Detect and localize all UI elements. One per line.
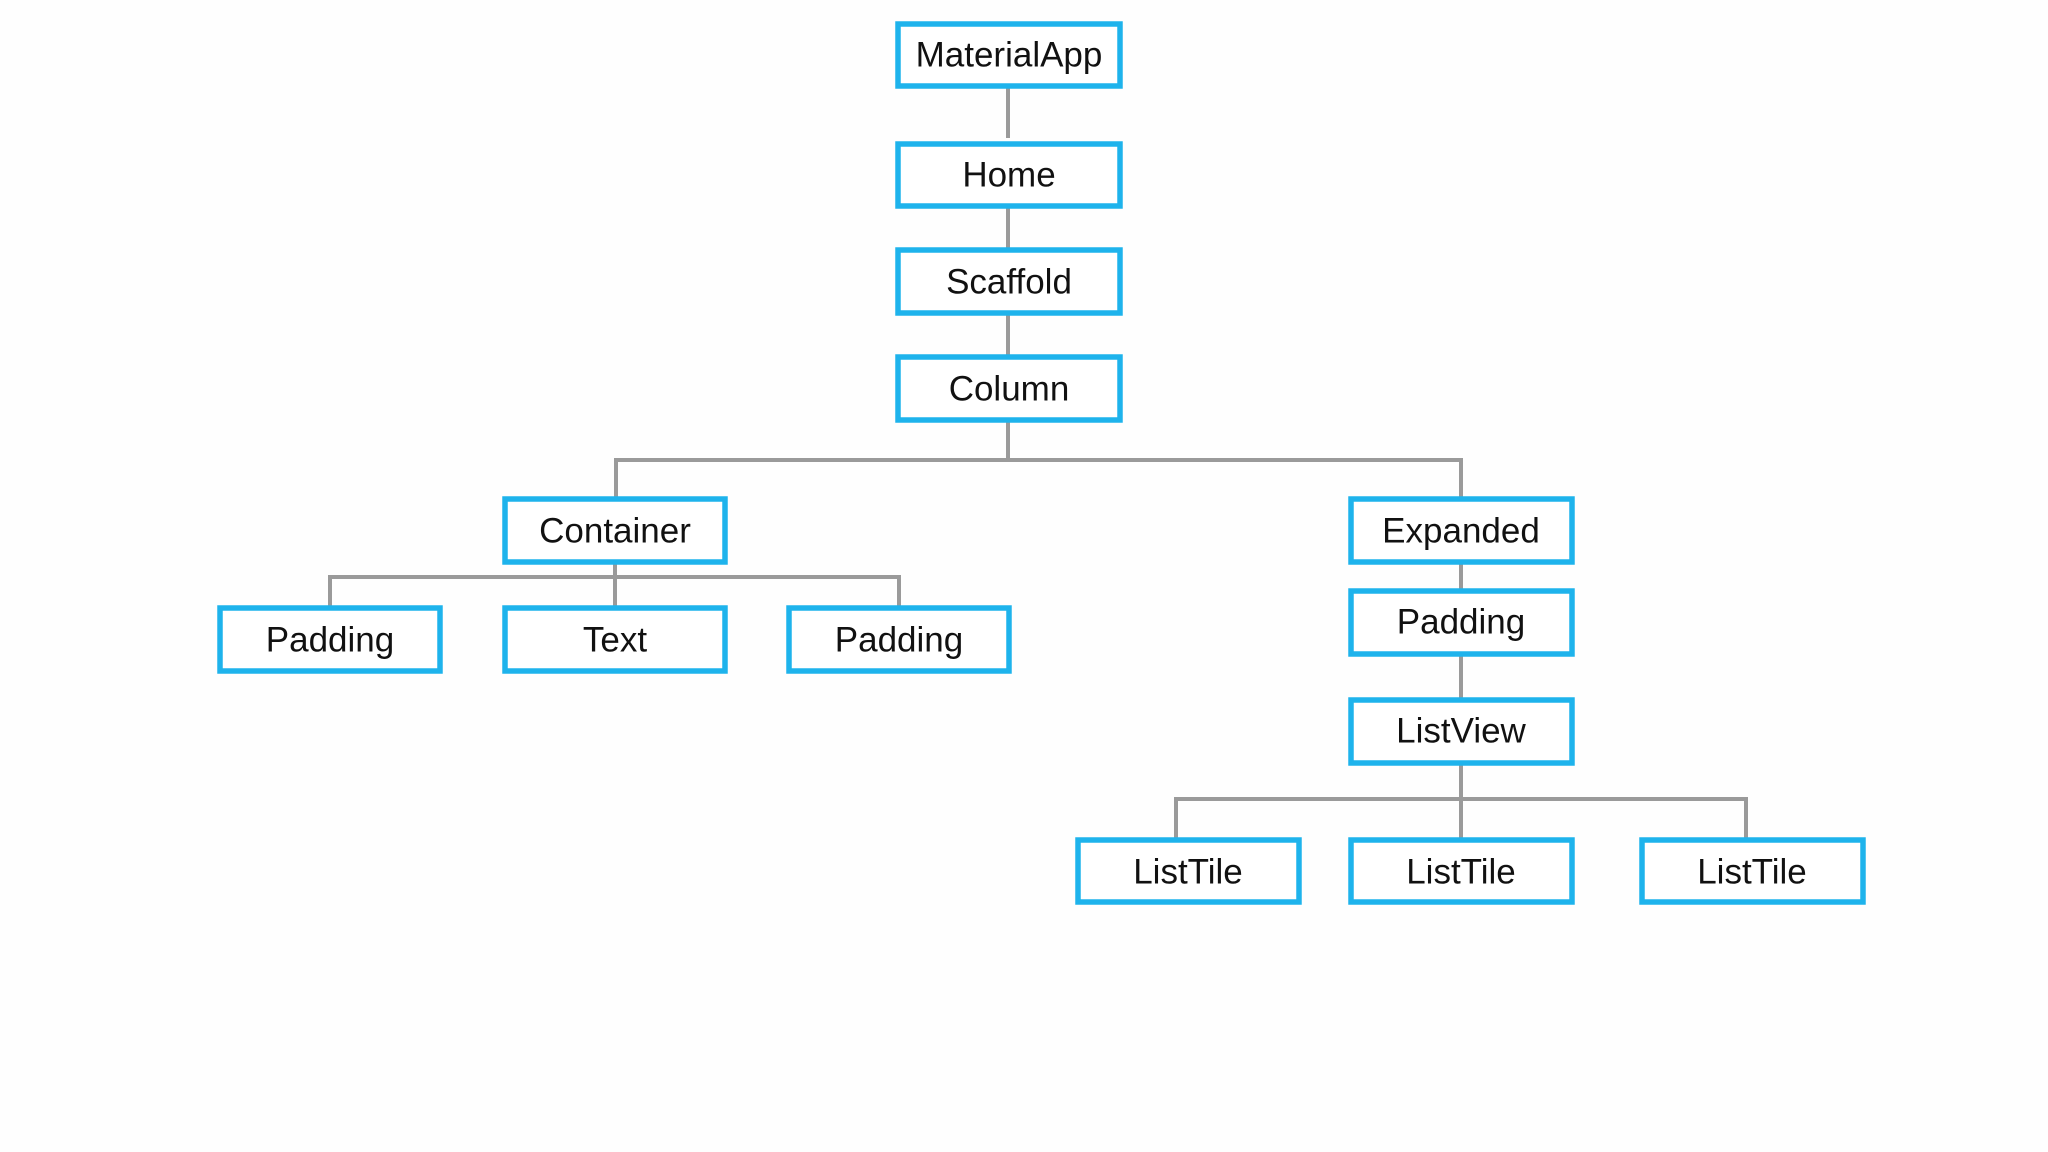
node-padding-expanded: Padding xyxy=(1348,588,1575,657)
node-box xyxy=(1639,837,1866,905)
node-label: Home xyxy=(962,156,1055,195)
node-box xyxy=(895,21,1123,89)
node-box xyxy=(895,141,1123,209)
node-box xyxy=(502,496,728,565)
node-label: Padding xyxy=(1397,603,1525,642)
edge-column-branch xyxy=(614,418,1463,500)
node-label: Text xyxy=(583,621,647,660)
node-box xyxy=(1075,837,1302,905)
node-material-app: MaterialApp xyxy=(895,21,1123,89)
edge-listview-branch xyxy=(1174,761,1748,841)
edge-container-branch xyxy=(328,560,901,609)
node-label: ListTile xyxy=(1697,853,1807,892)
node-home: Home xyxy=(895,141,1123,209)
node-box xyxy=(786,605,1012,674)
node-box xyxy=(217,605,443,674)
node-list-tile-2: ListTile xyxy=(1348,837,1575,905)
node-label: Padding xyxy=(266,621,394,660)
node-label: Scaffold xyxy=(946,263,1072,302)
node-box xyxy=(1348,697,1575,766)
node-padding-left: Padding xyxy=(217,605,443,674)
node-box xyxy=(895,354,1123,423)
node-label: Column xyxy=(949,370,1070,409)
node-box xyxy=(1348,837,1575,905)
node-label: ListView xyxy=(1396,712,1526,751)
node-column: Column xyxy=(895,354,1123,423)
node-expanded: Expanded xyxy=(1348,496,1575,565)
node-list-view: ListView xyxy=(1348,697,1575,766)
node-scaffold: Scaffold xyxy=(895,247,1123,316)
node-label: Container xyxy=(539,512,691,551)
node-list-tile-1: ListTile xyxy=(1075,837,1302,905)
node-box xyxy=(502,605,728,674)
node-padding-right: Padding xyxy=(786,605,1012,674)
node-label: Padding xyxy=(835,621,963,660)
node-box xyxy=(1348,588,1575,657)
node-label: MaterialApp xyxy=(916,36,1103,75)
node-box xyxy=(1348,496,1575,565)
node-label: ListTile xyxy=(1133,853,1243,892)
node-label: ListTile xyxy=(1406,853,1516,892)
node-label: Expanded xyxy=(1382,512,1540,551)
node-container: Container xyxy=(502,496,728,565)
connectors xyxy=(328,85,1748,841)
node-text: Text xyxy=(502,605,728,674)
node-list-tile-3: ListTile xyxy=(1639,837,1866,905)
node-box xyxy=(895,247,1123,316)
